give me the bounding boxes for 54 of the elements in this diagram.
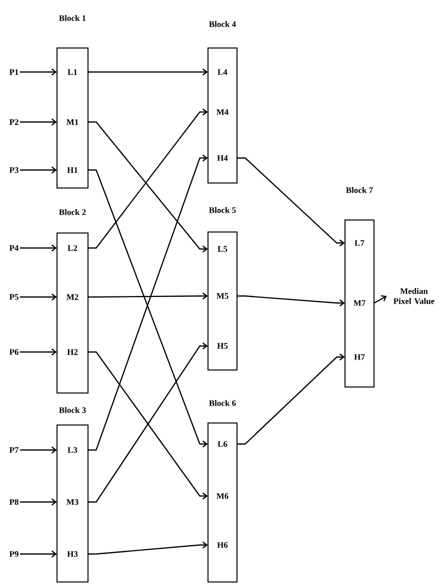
- arrow: [20, 68, 57, 76]
- arrow: [20, 166, 57, 174]
- port-label: M7: [354, 300, 366, 306]
- arrow: [237, 354, 345, 445]
- arrow: [20, 446, 57, 454]
- port-label: M5: [216, 293, 228, 299]
- arrow: [20, 498, 57, 506]
- node-label: Block 6: [209, 400, 236, 406]
- arrow: [20, 294, 57, 300]
- port-label: L7: [354, 240, 364, 246]
- port-label: L5: [218, 246, 228, 252]
- port-label: H5: [217, 343, 228, 349]
- input-label: P9: [9, 551, 18, 557]
- input-label: P5: [9, 294, 18, 300]
- port-label: L2: [68, 245, 78, 251]
- input-label: P8: [9, 499, 18, 505]
- arrow: [88, 542, 208, 555]
- port-label: H4: [217, 155, 228, 161]
- port-label: H7: [354, 354, 365, 360]
- arrow: [20, 550, 57, 558]
- input-label: P7: [9, 447, 19, 453]
- port-label: M3: [66, 499, 78, 505]
- input-label: P3: [9, 167, 18, 173]
- input-label: P2: [9, 119, 18, 125]
- port-label: L6: [218, 441, 228, 447]
- arrow: [374, 295, 387, 304]
- port-label: M1: [66, 119, 78, 125]
- node-label: Block 2: [59, 209, 86, 215]
- output-label: Median Pixel Value: [394, 288, 434, 304]
- node-label: Block 1: [59, 15, 86, 21]
- input-label: P6: [9, 349, 18, 355]
- arrow: [88, 68, 208, 76]
- port-label: H6: [217, 542, 228, 548]
- node-label: Block 5: [209, 207, 236, 213]
- node-label: Block 3: [59, 407, 86, 413]
- port-label: M4: [216, 109, 228, 115]
- arrow: [20, 348, 57, 356]
- input-label: P1: [9, 69, 18, 75]
- port-label: H1: [67, 167, 78, 173]
- arrow: [237, 157, 345, 246]
- arrow: [237, 295, 345, 306]
- port-label: H3: [67, 551, 78, 557]
- input-label: P4: [9, 245, 19, 251]
- arrow: [20, 244, 57, 252]
- port-label: L3: [68, 447, 78, 453]
- port-label: L1: [68, 69, 78, 75]
- port-label: L4: [218, 69, 228, 75]
- port-label: M6: [216, 493, 228, 499]
- port-label: H2: [67, 349, 78, 355]
- arrow: [88, 292, 208, 300]
- port-label: M2: [66, 294, 78, 300]
- node-label: Block 4: [209, 21, 236, 27]
- arrow: [20, 118, 57, 126]
- node-label: Block 7: [346, 187, 373, 193]
